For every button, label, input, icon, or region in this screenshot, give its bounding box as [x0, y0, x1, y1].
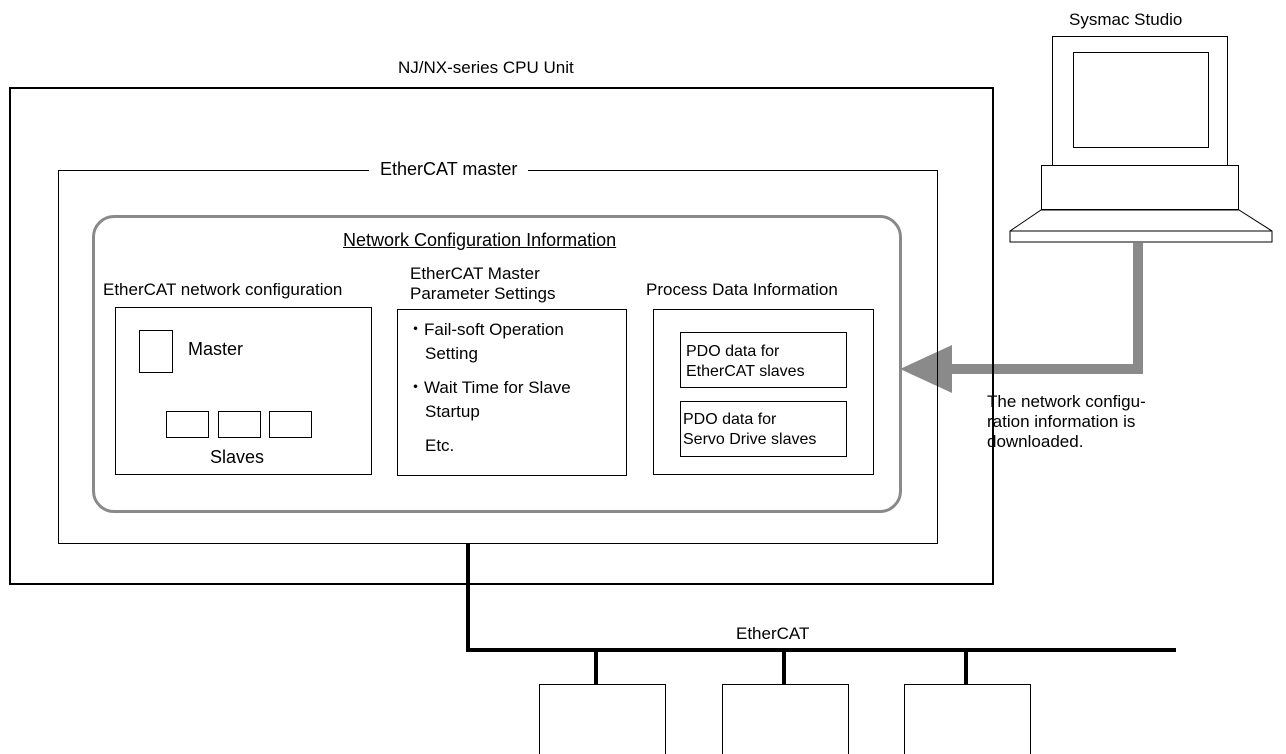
master-parameter-title-line2: Parameter Settings — [410, 284, 556, 303]
mini-master-box — [139, 330, 173, 373]
download-arrow-line — [948, 243, 1143, 374]
ethercat-master-label: EtherCAT master — [369, 159, 529, 180]
slave-device-1 — [539, 684, 666, 754]
slave-device-3 — [904, 684, 1031, 754]
pdo-ethercat-line1: PDO data for — [686, 343, 780, 360]
mini-slave-box-2 — [218, 411, 261, 438]
mini-slaves-label: Slaves — [210, 447, 265, 467]
network-configuration-panel — [92, 215, 902, 513]
master-parameter-box — [397, 309, 627, 476]
parameter-item-line: ・Fail-soft Operation — [407, 320, 564, 339]
process-data-title: Process Data Information — [646, 280, 838, 299]
pdo-ethercat-line2: EtherCAT slaves — [686, 363, 805, 380]
download-note-line: ration information is — [987, 412, 1136, 431]
parameter-item-line: ・Wait Time for Slave — [407, 378, 571, 397]
download-note-line: downloaded. — [987, 432, 1084, 451]
master-parameter-title-line1: EtherCAT Master — [410, 264, 540, 283]
network-configuration-title: Network Configuration Information — [343, 230, 617, 250]
sysmac-studio-label: Sysmac Studio — [1069, 10, 1183, 29]
cpu-unit-label: NJ/NX-series CPU Unit — [398, 58, 574, 77]
download-arrow-head — [900, 345, 952, 393]
computer-screen — [1073, 52, 1209, 148]
parameter-item-line: Etc. — [425, 436, 455, 455]
parameter-item-line: Setting — [425, 344, 478, 363]
computer-keyboard — [1009, 209, 1273, 243]
network-configuration-column-title: EtherCAT network configuration — [103, 280, 343, 299]
ethercat-bus-label: EtherCAT — [736, 624, 810, 643]
download-note-line: The network configu- — [987, 392, 1146, 411]
mini-slave-box-3 — [269, 411, 312, 438]
mini-master-label: Master — [188, 339, 244, 359]
pdo-servo-line2: Servo Drive slaves — [683, 431, 817, 448]
slave-device-2 — [722, 684, 849, 754]
computer-base — [1041, 165, 1239, 210]
mini-slave-box-1 — [166, 411, 209, 438]
cpu-unit-box — [9, 87, 994, 585]
parameter-item-line: Startup — [425, 402, 480, 421]
pdo-servo-line1: PDO data for — [683, 411, 777, 428]
pdo-servo-box — [680, 401, 847, 457]
pdo-ethercat-box — [680, 332, 847, 388]
